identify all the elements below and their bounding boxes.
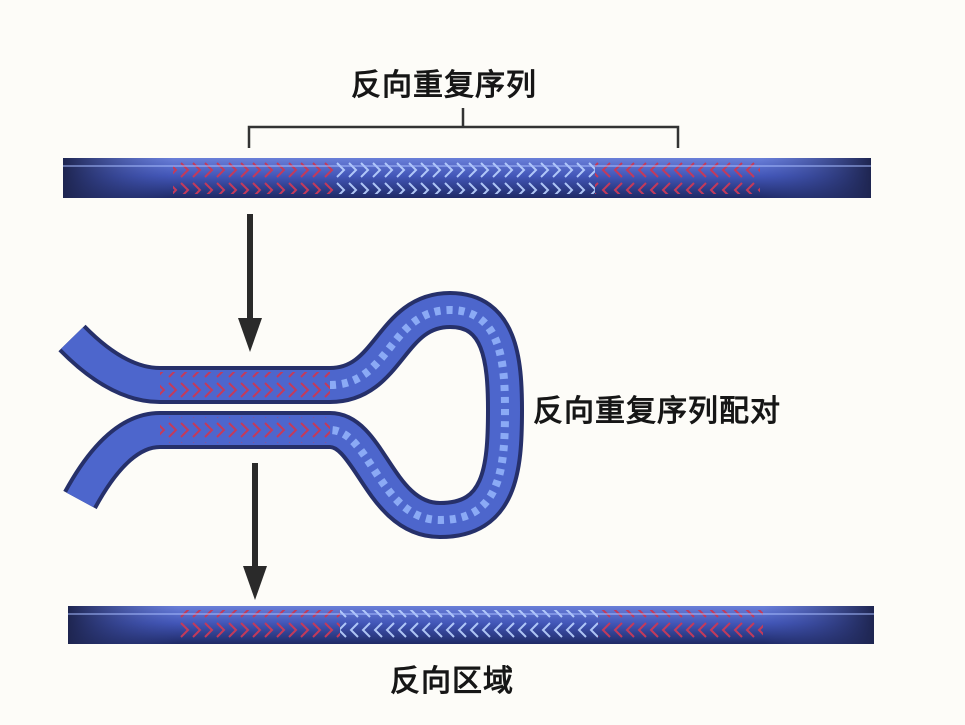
repeat-segment-right (595, 162, 760, 194)
down-arrow-icon (243, 463, 267, 600)
paired-repeat-top (160, 372, 330, 398)
top-dna-strand (63, 158, 871, 198)
inverted-region-label: 反向区域 (390, 664, 514, 699)
middle-segment (335, 162, 595, 194)
bottom-dna-strand (68, 606, 874, 644)
inverted-repeats-label: 反向重复序列 (351, 68, 537, 103)
repeat-segment-left (173, 162, 335, 194)
inverted-repeats-pairing-label: 反向重复序列配对 (533, 394, 781, 429)
paired-repeat-bottom (160, 417, 330, 443)
down-arrow-icon (238, 214, 262, 352)
hairpin-loop-structure (58, 290, 525, 540)
bracket (247, 108, 680, 148)
